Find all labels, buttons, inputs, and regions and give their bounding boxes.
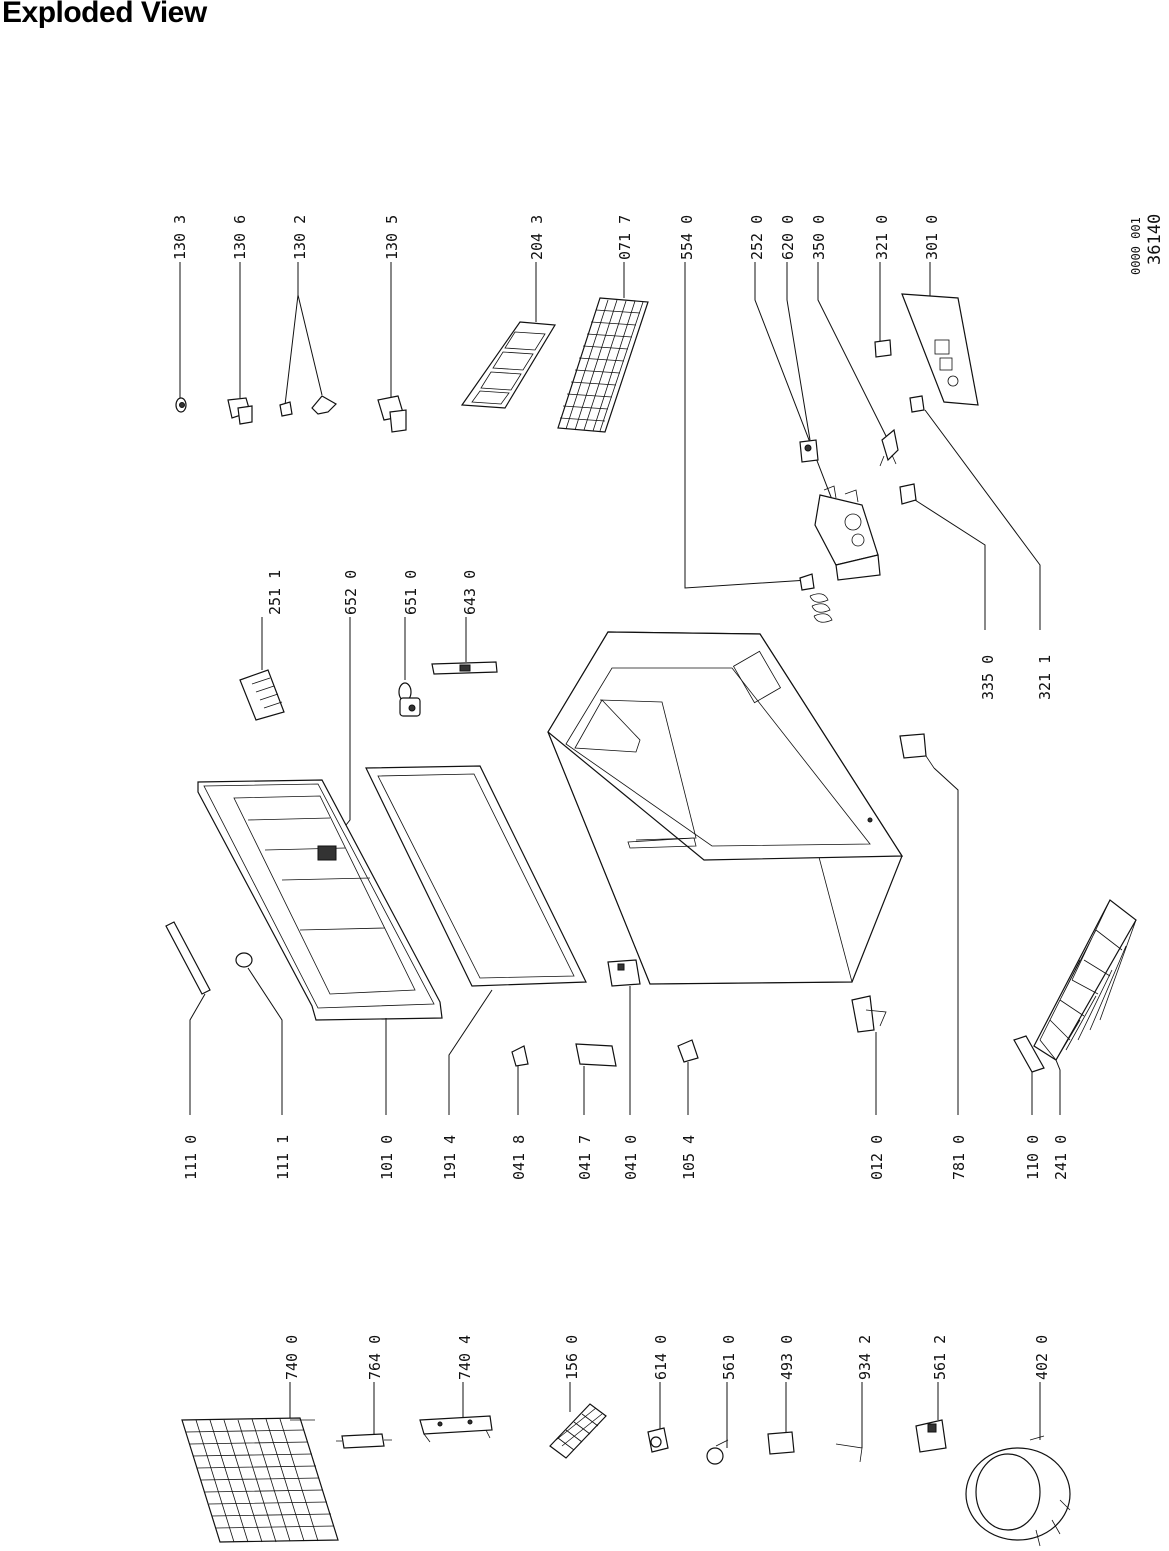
part-204-3 — [460, 321, 557, 409]
label-041-8: 041 8 — [510, 1135, 528, 1180]
part-620-0 — [799, 439, 819, 463]
label-740-4: 740 4 — [456, 1335, 474, 1380]
label-614-0: 614 0 — [652, 1335, 670, 1380]
part-241-0-basket — [1033, 899, 1137, 1061]
label-652-0: 652 0 — [342, 570, 360, 615]
part-781-0 — [899, 733, 935, 769]
label-241-0: 241 0 — [1052, 1135, 1070, 1180]
label-493-0: 493 0 — [778, 1335, 796, 1380]
label-620-0: 620 0 — [779, 215, 797, 260]
part-130-6 — [227, 397, 253, 425]
label-105-4: 105 4 — [680, 1135, 698, 1180]
part-041-0 — [607, 959, 641, 987]
label-111-0: 111 0 — [182, 1135, 200, 1180]
part-130-5 — [377, 395, 407, 433]
part-cabinet — [547, 631, 904, 985]
part-350-0 — [879, 428, 899, 467]
label-130-5: 130 5 — [383, 215, 401, 260]
label-350-0: 350 0 — [810, 215, 828, 260]
label-012-0: 012 0 — [868, 1135, 886, 1180]
label-781-0: 781 0 — [950, 1135, 968, 1180]
part-764-0 — [336, 1433, 392, 1449]
part-740-0-condenser — [181, 1417, 339, 1543]
part-105-4 — [677, 1039, 699, 1063]
part-101-0-lid — [197, 779, 443, 1021]
label-041-7: 041 7 — [576, 1135, 594, 1180]
label-130-2: 130 2 — [291, 215, 309, 260]
part-191-4-gasket — [365, 765, 587, 987]
label-110-0: 110 0 — [1024, 1135, 1042, 1180]
part-130-2 — [279, 395, 337, 417]
part-614-0 — [647, 1427, 669, 1453]
label-191-4: 191 4 — [441, 1135, 459, 1180]
part-934-2 — [835, 1443, 863, 1463]
label-554-0: 554 0 — [678, 215, 696, 260]
label-301-0: 301 0 — [923, 215, 941, 260]
label-740-0: 740 0 — [283, 1335, 301, 1380]
part-111-0 — [165, 921, 211, 995]
part-111-1 — [235, 952, 253, 968]
label-321-0: 321 0 — [873, 215, 891, 260]
label-643-0: 643 0 — [461, 570, 479, 615]
part-321-1 — [909, 395, 925, 413]
part-335-0 — [899, 483, 917, 505]
label-041-0: 041 0 — [622, 1135, 640, 1180]
part-651-0 — [398, 682, 421, 717]
part-643-0 — [431, 661, 498, 675]
part-156-0 — [549, 1403, 607, 1459]
label-204-3: 204 3 — [528, 215, 546, 260]
label-111-1: 111 1 — [274, 1135, 292, 1180]
drawing-code: 0000 001 — [1129, 217, 1143, 275]
part-041-7 — [575, 1043, 617, 1067]
label-130-3: 130 3 — [171, 215, 189, 260]
label-321-1: 321 1 — [1036, 655, 1054, 700]
label-335-0: 335 0 — [979, 655, 997, 700]
label-251-1: 251 1 — [266, 570, 284, 615]
part-554-0 — [799, 573, 833, 623]
label-561-2: 561 2 — [931, 1335, 949, 1380]
part-561-2 — [915, 1419, 947, 1453]
part-071-7 — [557, 297, 649, 433]
label-101-0: 101 0 — [378, 1135, 396, 1180]
label-252-0: 252 0 — [748, 215, 766, 260]
part-130-3 — [175, 397, 187, 413]
label-402-0: 402 0 — [1033, 1335, 1051, 1380]
part-402-0-compressor — [965, 1435, 1071, 1547]
label-156-0: 156 0 — [563, 1335, 581, 1380]
label-130-6: 130 6 — [231, 215, 249, 260]
label-071-7: 071 7 — [616, 215, 634, 260]
part-012-0 — [851, 995, 887, 1033]
part-251-1 — [239, 669, 285, 721]
label-651-0: 651 0 — [402, 570, 420, 615]
label-561-0: 561 0 — [720, 1335, 738, 1380]
part-321-0 — [874, 339, 892, 358]
drawing-number: 36140 — [1145, 214, 1165, 265]
part-301-0 — [901, 293, 979, 406]
label-764-0: 764 0 — [366, 1335, 384, 1380]
label-934-2: 934 2 — [856, 1335, 874, 1380]
part-740-4 — [419, 1415, 493, 1443]
part-110-0 — [1013, 1035, 1045, 1073]
page-title: Exploded View — [2, 0, 207, 29]
part-041-8 — [511, 1045, 529, 1067]
part-493-0 — [767, 1431, 795, 1455]
part-252-0 — [814, 485, 881, 581]
part-561-0 — [706, 1439, 729, 1465]
